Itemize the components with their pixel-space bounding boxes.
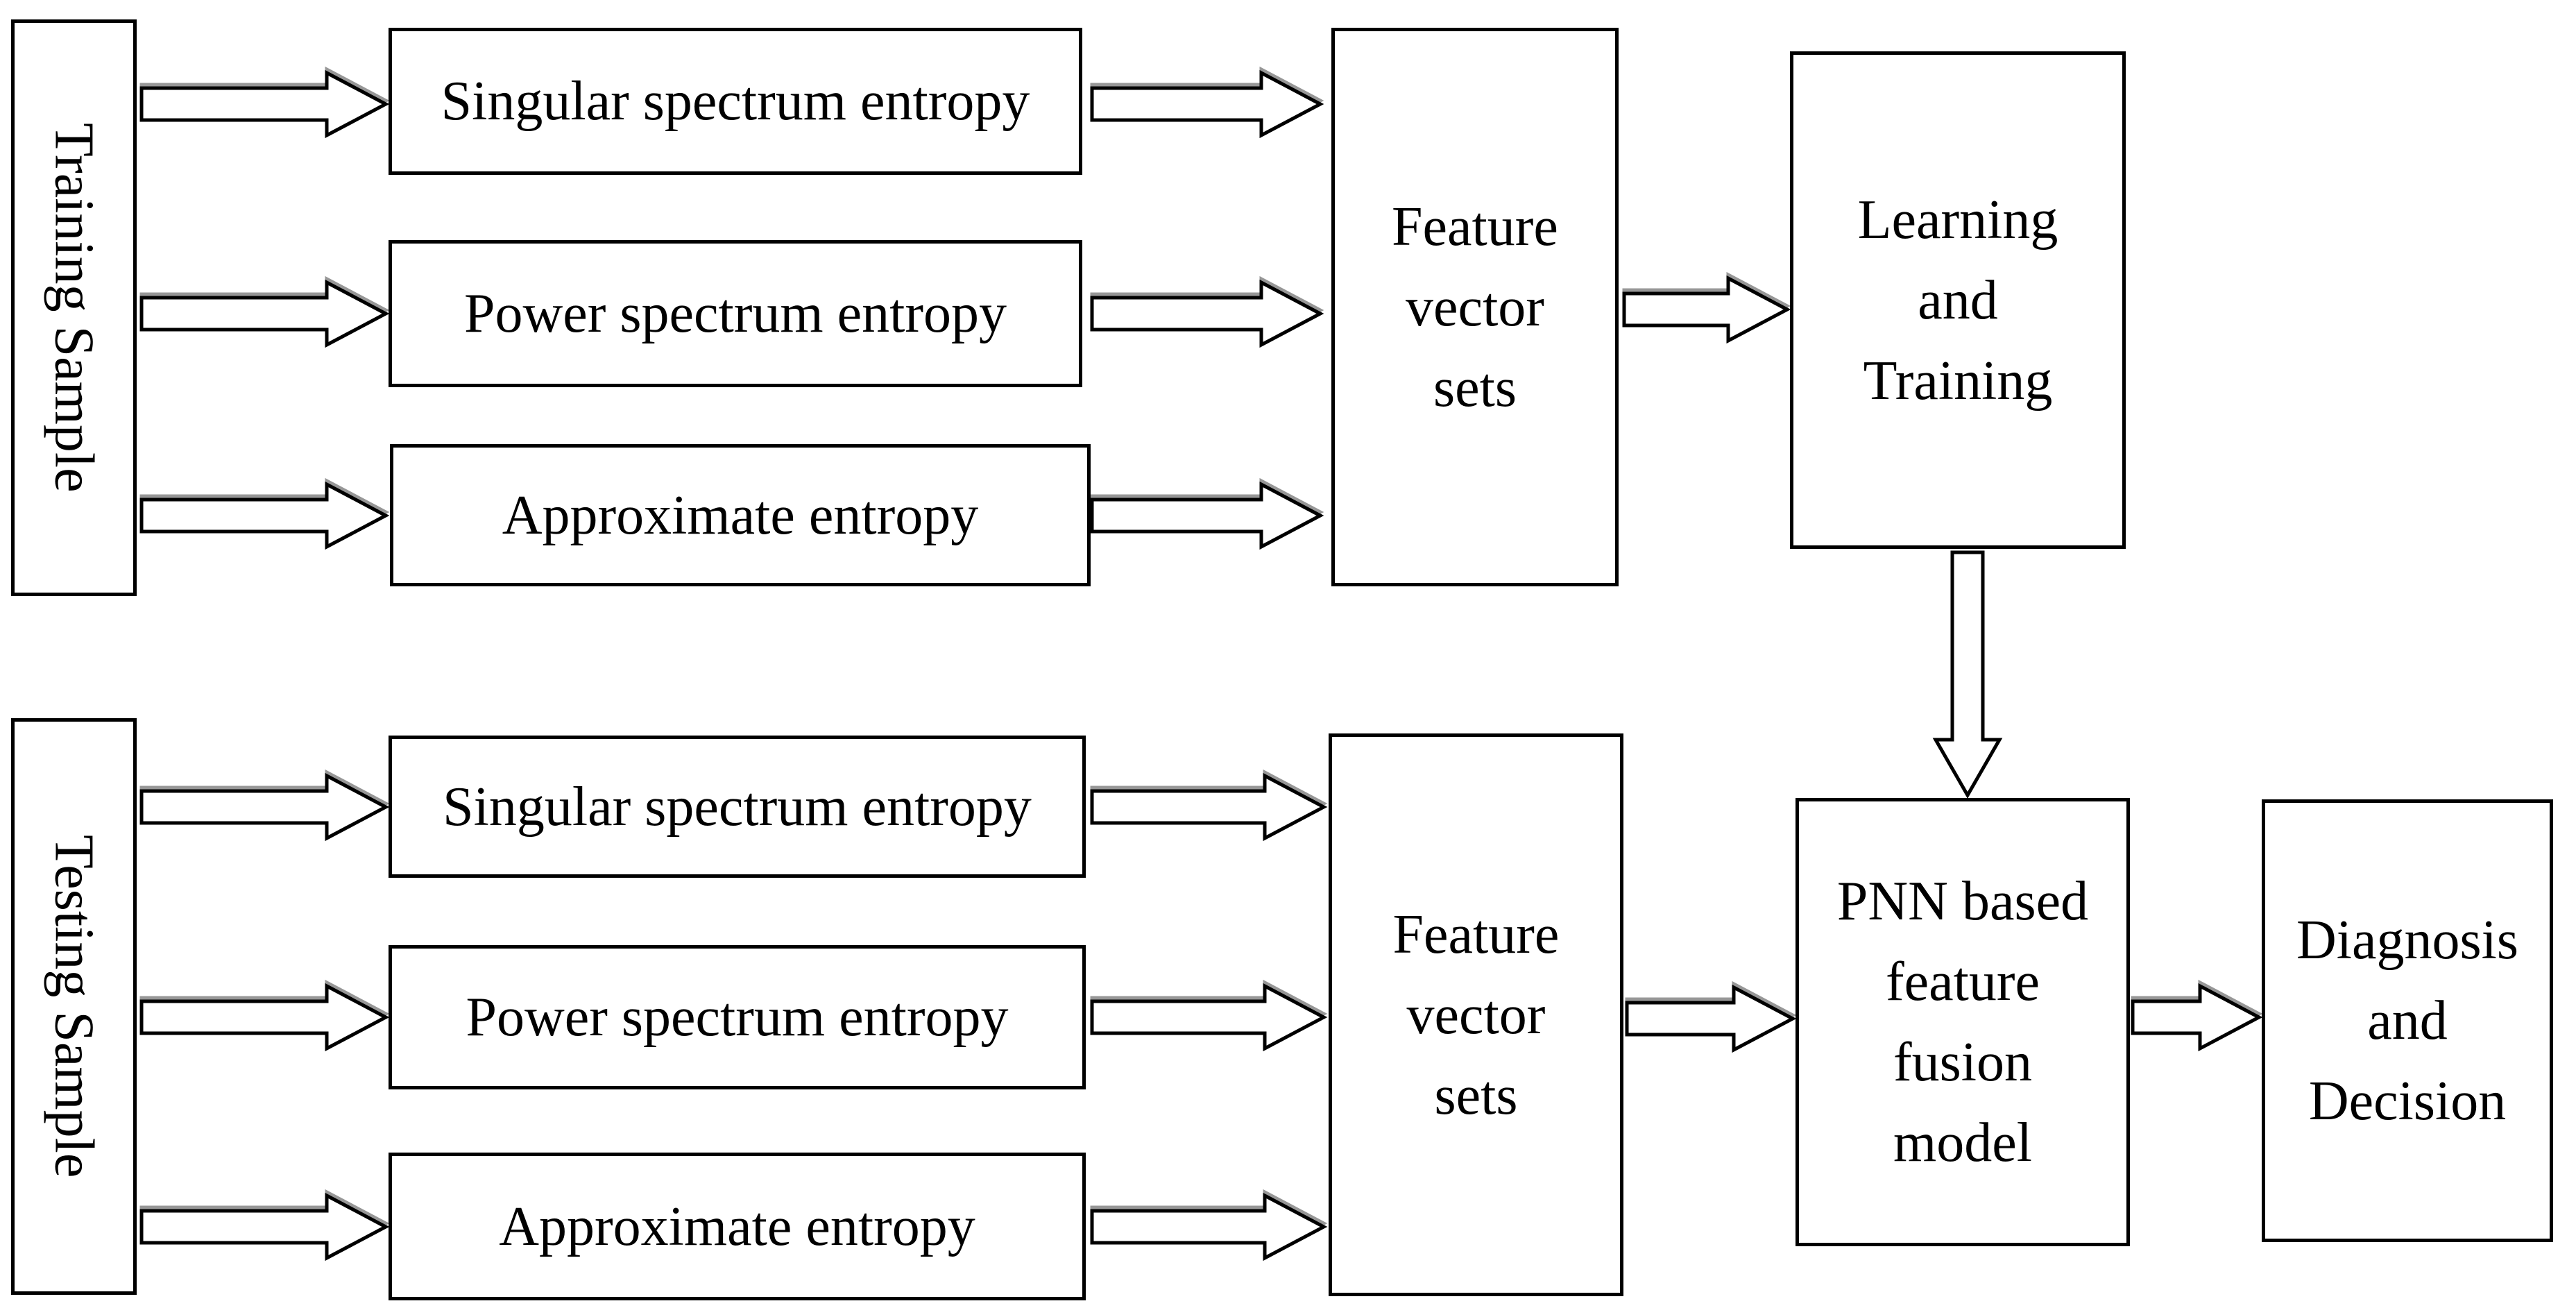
approximate-entropy-box-training: Approximate entropy [390,444,1091,586]
arrow-power-to-featureset-training [1090,279,1324,348]
learning-and-training-box: Learning and Training [1790,51,2126,549]
power-spectrum-entropy-label: Power spectrum entropy [463,283,1007,344]
arrow-testing-to-power [139,983,390,1052]
pnn-feature-fusion-model-box: PNN based feature fusion model [1795,798,2130,1246]
diagnosis-and-decision-label: Diagnosis and Decision [2296,910,2518,1132]
approximate-entropy-label: Approximate entropy [499,1196,975,1257]
arrow-singular-to-featureset-training [1090,69,1324,139]
learning-and-training-label: Learning and Training [1857,189,2058,411]
singular-spectrum-entropy-label: Singular spectrum entropy [443,776,1032,838]
singular-spectrum-entropy-box-testing: Singular spectrum entropy [389,736,1086,878]
feature-vector-sets-box-testing: Feature vector sets [1329,733,1623,1296]
diagnosis-and-decision-box: Diagnosis and Decision [2262,799,2553,1242]
arrow-featureset-to-pnn [1625,984,1797,1053]
arrow-learning-to-pnn [1932,550,2003,799]
singular-spectrum-entropy-label: Singular spectrum entropy [441,71,1030,132]
approximate-entropy-label: Approximate entropy [502,484,979,546]
power-spectrum-entropy-label: Power spectrum entropy [466,987,1009,1048]
arrow-singular-to-featureset-testing [1090,772,1328,842]
arrow-testing-to-singular [139,772,390,842]
singular-spectrum-entropy-box-training: Singular spectrum entropy [389,28,1082,175]
arrow-approximate-to-featureset-testing [1090,1192,1328,1262]
arrow-training-to-power [139,279,390,348]
arrow-pnn-to-diagnosis [2131,983,2263,1052]
testing-sample-label: Testing Sample [43,835,105,1178]
pnn-feature-fusion-model-label: PNN based feature fusion model [1836,871,2089,1173]
power-spectrum-entropy-box-testing: Power spectrum entropy [389,945,1086,1089]
feature-vector-sets-label: Feature vector sets [1392,196,1558,418]
arrow-power-to-featureset-testing [1090,983,1328,1052]
power-spectrum-entropy-box-training: Power spectrum entropy [389,240,1082,387]
arrow-testing-to-approximate [139,1192,390,1262]
arrow-featureset-to-learning [1622,275,1791,344]
feature-vector-sets-label: Feature vector sets [1392,903,1560,1126]
training-sample-box: Training Sample [11,19,137,596]
arrow-training-to-singular [139,69,390,139]
arrow-training-to-approximate [139,481,390,550]
testing-sample-box: Testing Sample [11,718,137,1295]
approximate-entropy-box-testing: Approximate entropy [389,1153,1086,1300]
arrow-approximate-to-featureset-training [1090,481,1324,550]
training-sample-label: Training Sample [43,123,105,493]
feature-vector-sets-box-training: Feature vector sets [1331,28,1619,586]
